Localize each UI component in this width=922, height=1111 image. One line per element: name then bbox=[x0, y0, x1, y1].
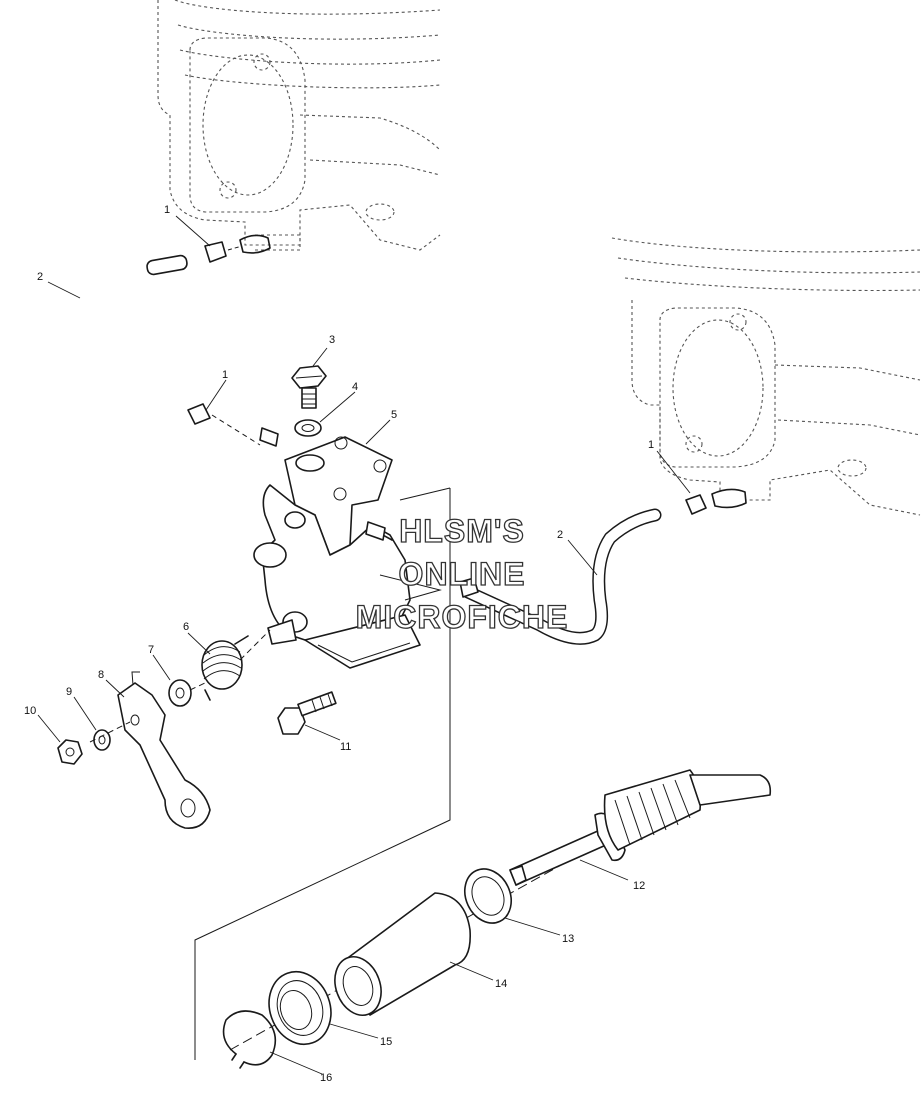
watermark-line-3: MICROFICHE bbox=[356, 599, 569, 635]
callout-15: 15 bbox=[380, 1036, 392, 1048]
callout-12: 12 bbox=[633, 880, 645, 892]
snap-ring-16 bbox=[222, 1010, 277, 1069]
oil-line-left bbox=[73, 234, 271, 446]
callout-2a: 2 bbox=[37, 271, 43, 283]
washer-7 bbox=[168, 679, 192, 707]
washer-4 bbox=[294, 419, 322, 437]
callout-2b: 2 bbox=[557, 529, 563, 541]
o-ring-13 bbox=[464, 868, 512, 924]
callout-5: 5 bbox=[391, 409, 397, 421]
oil-pump-body bbox=[253, 427, 442, 669]
oil-line-right bbox=[459, 488, 747, 645]
callout-16: 16 bbox=[320, 1072, 332, 1084]
callout-3: 3 bbox=[329, 334, 335, 346]
callout-1c: 1 bbox=[648, 439, 654, 451]
drive-gear-shaft bbox=[509, 769, 772, 886]
bolt-11 bbox=[277, 691, 337, 735]
callout-1a: 1 bbox=[164, 204, 170, 216]
callout-6: 6 bbox=[183, 621, 189, 633]
control-lever bbox=[117, 671, 211, 829]
callout-14: 14 bbox=[495, 978, 507, 990]
nut-10 bbox=[57, 739, 83, 765]
return-spring bbox=[201, 635, 249, 701]
callout-9: 9 bbox=[66, 686, 72, 698]
leader-lines bbox=[37, 215, 691, 1075]
callout-10: 10 bbox=[24, 705, 36, 717]
callout-labels: 1 2 1 3 4 5 1 2 6 7 8 9 10 11 12 13 14 1… bbox=[24, 204, 654, 1084]
watermark-line-2: ONLINE bbox=[399, 556, 526, 592]
washer-9 bbox=[93, 729, 111, 751]
callout-1b: 1 bbox=[222, 369, 228, 381]
callout-8: 8 bbox=[98, 669, 104, 681]
bushing-14 bbox=[334, 892, 472, 1016]
seal-15 bbox=[268, 970, 332, 1046]
callout-13: 13 bbox=[562, 933, 574, 945]
banjo-bolt bbox=[291, 365, 327, 409]
callout-4: 4 bbox=[352, 381, 358, 393]
callout-7: 7 bbox=[148, 644, 154, 656]
watermark-line-1: HLSM'S bbox=[399, 513, 525, 549]
callout-11: 11 bbox=[340, 741, 351, 753]
watermark: HLSM'S ONLINE MICROFICHE bbox=[355, 512, 569, 635]
cylinder-right bbox=[611, 237, 921, 516]
cylinder-top-left bbox=[157, 0, 441, 251]
